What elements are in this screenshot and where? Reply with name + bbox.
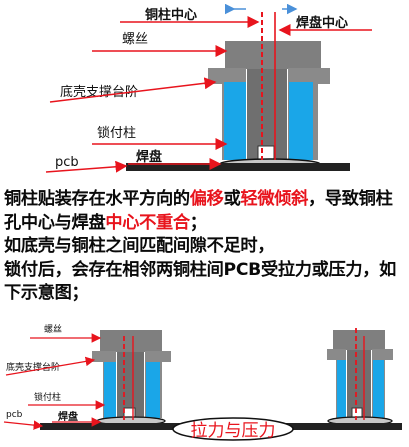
label-standoff: 锁付柱 <box>97 125 136 141</box>
top-standoff-left <box>224 82 246 160</box>
bottom-right-screw-shank <box>347 350 371 418</box>
bottom-left-standoff-l <box>104 362 116 418</box>
label-step: 底壳支撑台阶 <box>60 84 138 100</box>
p1-d: 或 <box>223 189 241 209</box>
explanation-text: 铜柱贴装存在水平方向的偏移或轻微倾斜，导致铜柱孔中心与焊盘中心不重合； 如底壳与… <box>4 188 408 306</box>
bottom-diagram: 拉力与压力 螺丝 底壳支撑台阶 锁付柱 pcb 焊盘 <box>3 323 402 441</box>
bottom-label-step: 底壳支撑台阶 <box>6 361 60 373</box>
force-callout <box>172 417 294 441</box>
p1-b: 水平方向的 <box>105 189 190 209</box>
bottom-right-screw-head <box>333 330 385 350</box>
p1-e: 轻微倾斜 <box>240 189 309 209</box>
bottom-left-standoff-r <box>146 362 160 418</box>
bottom-label-standoff: 锁付柱 <box>34 391 61 403</box>
bottom-leader-pcb <box>3 420 44 430</box>
p2-c: ； <box>189 212 207 233</box>
bottom-right-standoff-l <box>337 360 346 418</box>
p1-c: 偏移 <box>189 189 224 209</box>
label-screw: 螺丝 <box>122 32 148 47</box>
top-screw-head <box>225 41 321 69</box>
p4-b: 相邻两铜柱间PCB受拉力或压力，如下示意图； <box>4 259 397 304</box>
bottom-leader-step <box>5 356 96 376</box>
bottom-label-pad: 焊盘 <box>58 410 78 423</box>
bottom-left-screw-head <box>100 330 162 352</box>
top-standoff-right <box>289 82 313 160</box>
top-diagram: 铜柱中心 焊盘中心 螺丝 底壳支撑台阶 锁付柱 pcb 焊盘 <box>45 3 372 173</box>
bottom-right-standoff-r <box>373 360 384 418</box>
bottom-left-screw-shank <box>117 352 144 417</box>
top-thread-end <box>257 145 275 161</box>
p3: 如底壳与铜柱之间匹配间隙不足时， <box>4 236 275 256</box>
top-pcb <box>126 163 350 171</box>
bottom-label-pcb: pcb <box>6 410 23 420</box>
label-pad-center: 焊盘中心 <box>296 15 348 31</box>
label-force: 拉力与压力 <box>191 421 276 441</box>
leader-pcb <box>45 160 128 173</box>
p2-b: 中心不重合 <box>105 212 190 233</box>
label-pad: 焊盘 <box>136 149 162 165</box>
label-copper-center: 铜柱中心 <box>144 7 197 23</box>
leader-step <box>49 77 217 103</box>
label-pcb: pcb <box>55 155 79 170</box>
p1-a: 铜柱贴装存在 <box>4 189 106 209</box>
p2-a: ，导致铜柱孔中心与焊盘 <box>4 189 393 233</box>
p4-a: 锁付后，会存在 <box>4 259 123 280</box>
bottom-label-screw: 螺丝 <box>44 323 62 335</box>
